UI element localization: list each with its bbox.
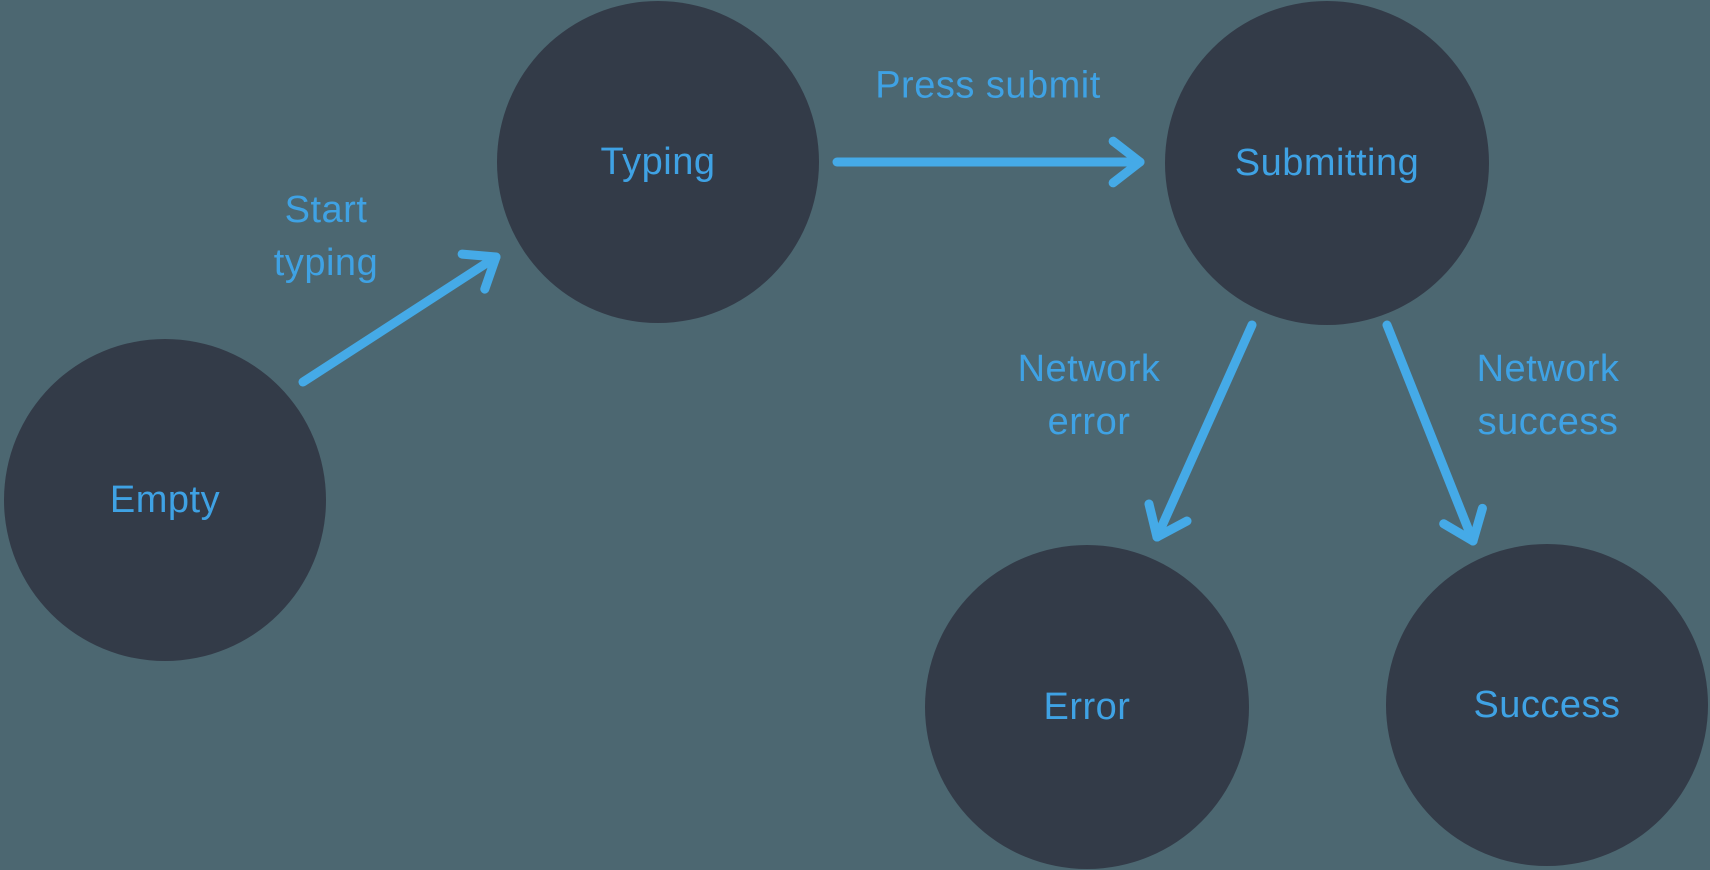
state-node-typing: Typing: [497, 1, 819, 323]
edge-label-network-success: Network success: [1477, 343, 1620, 449]
arrow-typing-to-submitting: [1108, 136, 1145, 188]
state-label-error: Error: [1043, 685, 1131, 728]
state-node-error: Error: [925, 545, 1249, 869]
edge-label-press-submit: Press submit: [875, 60, 1101, 113]
state-label-empty: Empty: [109, 478, 221, 521]
state-node-submitting: Submitting: [1165, 1, 1489, 325]
edge-label-line: error: [1047, 401, 1131, 443]
arrow-submitting-to-success: [1382, 320, 1478, 546]
edge-label-line: success: [1477, 401, 1619, 443]
state-label-typing: Typing: [600, 140, 716, 183]
edge-label-line: Network: [1017, 348, 1161, 390]
arrow-submitting-to-success: [1439, 503, 1487, 546]
state-label-success: Success: [1473, 683, 1621, 726]
edge-label-line: typing: [273, 242, 379, 284]
edge-label-start-typing: Start typing: [274, 184, 378, 290]
edge-label-line: Press submit: [875, 64, 1101, 107]
arrow-submitting-to-error: [1144, 499, 1192, 542]
arrow-empty-to-typing: [298, 252, 501, 387]
edge-label-network-error: Network error: [1018, 343, 1161, 449]
edge-label-line: Start: [284, 189, 368, 231]
state-node-empty: Empty: [4, 339, 326, 661]
arrow-empty-to-typing: [457, 249, 501, 294]
state-label-submitting: Submitting: [1234, 141, 1420, 184]
state-node-success: Success: [1386, 544, 1708, 866]
edge-label-line: Network: [1476, 348, 1620, 390]
arrow-submitting-to-error: [1152, 320, 1257, 542]
